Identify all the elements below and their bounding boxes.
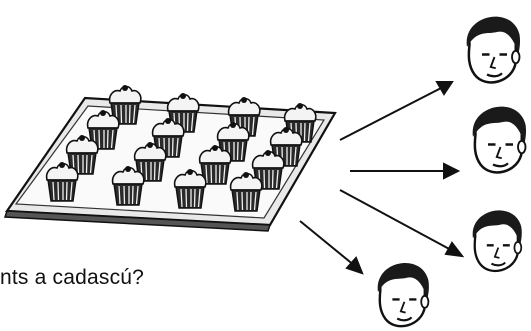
cupcake [113,166,144,205]
cupcake [47,162,78,201]
person-face-bottom [378,263,429,326]
cupcake [231,172,262,211]
arrow-to-bottom-face [300,221,362,273]
cupcake [175,169,206,208]
arrow-to-middle-face [350,164,458,178]
arrow-to-top-face [340,82,452,140]
arrow-to-lower-face [340,190,462,256]
question-text: nts a cadascú? [0,266,144,290]
person-face-lower-right [473,210,522,271]
person-face-top-right [467,17,520,83]
person-face-middle-right [473,107,526,173]
distribution-arrows [300,82,462,273]
